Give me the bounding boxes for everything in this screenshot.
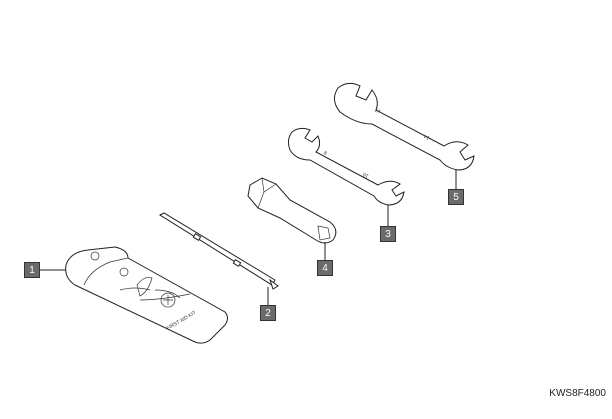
- socket-wrench: [247, 177, 337, 244]
- tool-pouch: FIRST AID KIT: [65, 246, 228, 344]
- wrench-small-size-2: 10: [362, 171, 370, 179]
- wrench-small-size-1: 8: [322, 150, 328, 157]
- wrench-large-size-1: 17: [373, 107, 381, 115]
- wrench-large-size-2: 14: [423, 133, 431, 141]
- callout-4: 4: [317, 260, 333, 276]
- wrench-large: 17 14: [334, 82, 475, 171]
- callout-3: 3: [380, 226, 396, 242]
- callout-5: 5: [448, 189, 464, 205]
- screwdriver: [158, 212, 279, 290]
- callout-2: 2: [260, 305, 276, 321]
- callout-1: 1: [24, 262, 40, 278]
- figure-code: KWS8F4800: [549, 388, 606, 399]
- wrench-small: 8 10: [287, 127, 405, 206]
